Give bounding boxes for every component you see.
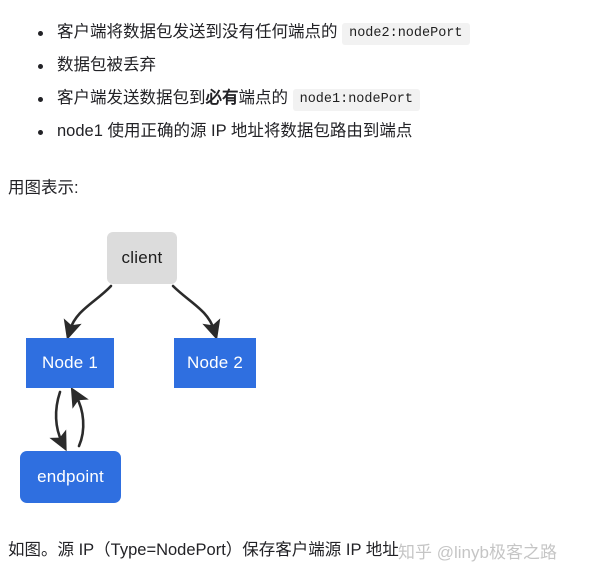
edge-node1-to-endpoint — [49, 390, 67, 452]
footer-paragraph: 如图。源 IP（Type=NodePort）保存客户端源 IP 地址 — [8, 541, 399, 559]
edge-client-to-node2 — [171, 284, 221, 340]
inline-code-nodeport: node2:nodePort — [342, 23, 470, 45]
diagram-connectors — [49, 284, 221, 452]
edge-endpoint-to-node1 — [70, 386, 89, 448]
diagram-node-endpoint: endpoint — [20, 451, 121, 503]
edge-client-to-node1 — [63, 284, 113, 340]
bullet-dot-icon — [38, 97, 43, 102]
bullet-dot-icon — [38, 64, 43, 69]
list-item-text: 客户端将数据包发送到没有任何端点的 — [57, 23, 343, 41]
intro-paragraph: 用图表示: — [8, 179, 79, 197]
inline-code-nodeport: node1:nodePort — [292, 89, 421, 111]
bullet-dot-icon — [38, 31, 43, 36]
list-item-text: node1 使用正确的源 IP 地址将数据包路由到端点 — [57, 122, 413, 140]
bullet-dot-icon — [38, 130, 43, 135]
diagram-node-client: client — [107, 232, 177, 284]
diagram-node-node2: Node 2 — [174, 338, 256, 388]
watermark: 知乎 @linyb极客之路 — [398, 543, 557, 562]
diagram-node-node1: Node 1 — [26, 338, 114, 388]
network-flow-diagram: client Node 1 Node 2 endpoint — [0, 210, 320, 520]
list-item: 数据包被丢弃 — [0, 49, 600, 82]
bullet-list: 客户端将数据包发送到没有任何端点的 node2:nodePort 数据包被丢弃 … — [0, 16, 600, 148]
list-item-text: 客户端发送数据包到 — [57, 89, 206, 107]
list-item-emphasis: 必有 — [205, 89, 239, 107]
list-item-text-cont: 端点的 — [238, 89, 293, 107]
list-item: 客户端将数据包发送到没有任何端点的 node2:nodePort — [0, 16, 600, 49]
list-item: 客户端发送数据包到必有端点的 node1:nodePort — [0, 82, 600, 115]
list-item: node1 使用正确的源 IP 地址将数据包路由到端点 — [0, 115, 600, 148]
list-item-text: 数据包被丢弃 — [57, 56, 156, 74]
